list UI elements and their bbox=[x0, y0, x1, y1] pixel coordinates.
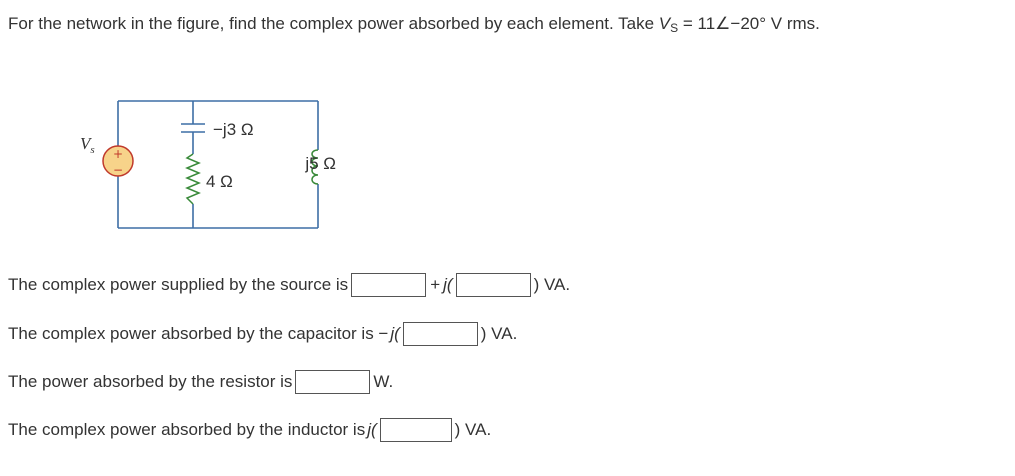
inductor-label: j5 Ω bbox=[304, 154, 336, 173]
source-real-input[interactable] bbox=[351, 273, 427, 297]
capacitor-j-text: j( bbox=[390, 324, 400, 343]
problem-prefix: For the network in the figure, find the … bbox=[8, 14, 659, 33]
source-j-text: j( bbox=[443, 275, 453, 294]
source-plus-text: + bbox=[430, 275, 441, 294]
capacitor-input[interactable] bbox=[402, 322, 478, 346]
inductor-power-row: The complex power absorbed by the induct… bbox=[8, 418, 491, 442]
source-unit: ) VA. bbox=[533, 275, 571, 294]
resistor-label: 4 Ω bbox=[206, 172, 233, 191]
resistor-input[interactable] bbox=[295, 370, 371, 394]
source-imag-input[interactable] bbox=[455, 273, 531, 297]
inductor-power-label: The complex power absorbed by the induct… bbox=[8, 420, 366, 439]
resistor-power-label: The power absorbed by the resistor is bbox=[8, 372, 293, 391]
voltage-value: = 11∠−20° V rms. bbox=[678, 14, 820, 33]
voltage-subscript: S bbox=[670, 21, 679, 35]
resistor-power-row: The power absorbed by the resistor is W. bbox=[8, 370, 393, 394]
inductor-input[interactable] bbox=[379, 418, 452, 442]
inductor-j-text: j( bbox=[367, 420, 377, 439]
source-power-label: The complex power supplied by the source… bbox=[8, 275, 349, 294]
source-power-row: The complex power supplied by the source… bbox=[8, 273, 570, 297]
resistor-unit: W. bbox=[373, 372, 394, 391]
voltage-symbol: V bbox=[658, 14, 671, 33]
capacitor-label: −j3 Ω bbox=[213, 120, 254, 139]
voltage-source: + − bbox=[102, 145, 134, 177]
source-minus-sign: − bbox=[113, 163, 123, 177]
inductor-unit: ) VA. bbox=[454, 420, 492, 439]
problem-statement: For the network in the figure, find the … bbox=[8, 14, 820, 35]
capacitor-power-label: The complex power absorbed by the capaci… bbox=[8, 324, 389, 343]
resistor-symbol bbox=[185, 153, 201, 205]
source-label: Vs bbox=[80, 134, 95, 156]
capacitor-symbol bbox=[181, 123, 205, 133]
circuit-diagram: + − Vs −j3 Ω 4 Ω j5 Ω bbox=[80, 100, 336, 229]
source-plus-sign: + bbox=[113, 147, 123, 161]
capacitor-power-row: The complex power absorbed by the capaci… bbox=[8, 322, 517, 346]
inductor-symbol bbox=[311, 149, 319, 185]
capacitor-unit: ) VA. bbox=[480, 324, 518, 343]
